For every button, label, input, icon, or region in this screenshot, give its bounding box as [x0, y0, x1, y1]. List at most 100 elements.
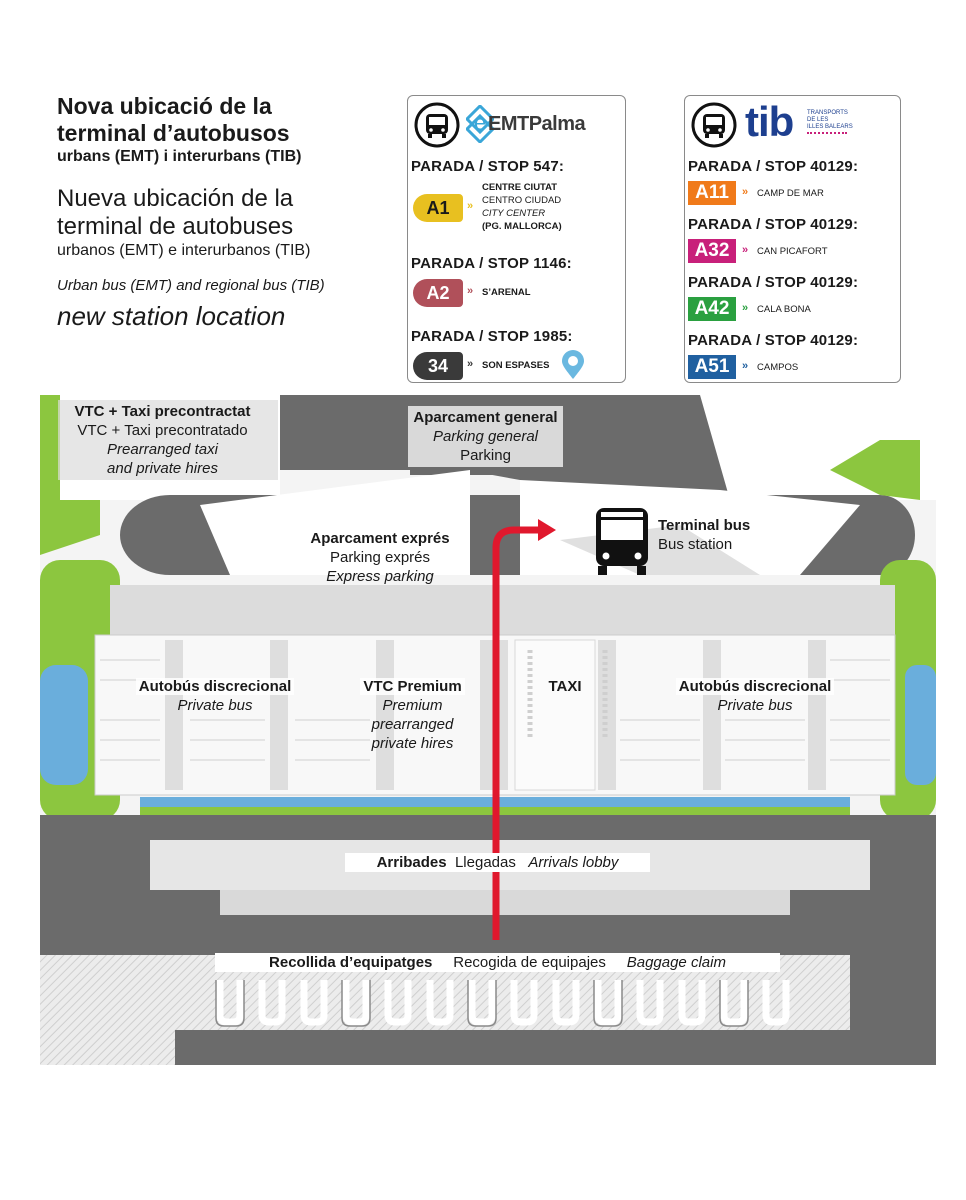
line-badge-a2-text: A2	[426, 282, 450, 303]
hospital-pin-icon	[562, 350, 584, 379]
baggage-carousels	[216, 980, 790, 1026]
arrow-a51: »	[742, 360, 749, 372]
terminal-bus-icon	[596, 508, 648, 575]
line-badge-a11-text: A11	[695, 182, 729, 203]
baggage-wall	[175, 1030, 850, 1065]
baggage-carousels-outline	[215, 980, 749, 1027]
parking-express-en: Express parking	[326, 568, 434, 585]
water-left	[40, 665, 88, 785]
emt-brand: EMTPalma	[488, 113, 586, 135]
water-right	[905, 665, 936, 785]
curb-road	[110, 585, 895, 635]
emt-panel: e EMTPalma PARADA / STOP 547: A1 » CENTR…	[407, 95, 626, 383]
bus-icon	[691, 102, 737, 148]
label-private-bus-right: Autobús discrecional Private bus	[655, 677, 855, 715]
label-arrivals: Arribades Llegadas Arrivals lobby	[345, 853, 650, 872]
emt-a1-dest-2: CENTRO CIUDAD	[482, 195, 562, 206]
bus-icon	[414, 102, 460, 148]
arrow-a2: »	[467, 285, 474, 297]
emt-a1-dest-3: CITY CENTER	[482, 208, 546, 219]
separator	[703, 640, 721, 790]
vtc-premium-ca: VTC Premium	[360, 678, 465, 695]
line-badge-a42-text: A42	[694, 298, 730, 319]
vtc-taxi-es: VTC + Taxi precontratado	[77, 422, 248, 439]
emt-logo-icon	[466, 105, 494, 143]
taxi-text: TAXI	[548, 678, 582, 695]
emt-a2-dest: S’ARENAL	[482, 287, 531, 298]
vtc-taxi-en2: and private hires	[107, 460, 218, 477]
terminal-bus-es: Bus station	[658, 536, 733, 553]
tib-a32-dest: CAN PICAFORT	[757, 246, 828, 257]
title-spanish-line3: urbanos (EMT) e interurbanos (TIB)	[57, 242, 311, 259]
arrivals-es: Llegadas	[454, 854, 516, 871]
route-arrow	[492, 526, 540, 940]
lobby-lower	[220, 890, 790, 915]
terminal-bus-ca: Terminal bus	[658, 517, 751, 534]
separator	[376, 640, 394, 790]
emt-stop-1146-label: PARADA / STOP 1146:	[411, 255, 572, 272]
tib-brand-dots	[807, 132, 847, 137]
title-english-line1: Urban bus (EMT) and regional bus (TIB)	[57, 277, 325, 294]
label-taxi: TAXI	[530, 677, 600, 696]
emt-34-dest: SON ESPASES	[482, 360, 550, 371]
tib-stop-a51-label: PARADA / STOP 40129:	[688, 332, 859, 349]
grass-left-top	[40, 395, 100, 555]
baggage-es: Recogida de equipajes	[453, 954, 606, 971]
separator	[270, 640, 288, 790]
private-bus-left-en: Private bus	[177, 697, 253, 714]
separator	[808, 640, 826, 790]
title-block: Nova ubicació de la terminal d’autobusos…	[57, 93, 402, 331]
emt-stop-1985-label: PARADA / STOP 1985:	[411, 328, 573, 345]
separator	[165, 640, 183, 790]
vtc-premium-en1: Premium	[382, 697, 443, 714]
parking-express-ca: Aparcament exprés	[310, 530, 450, 547]
vtc-taxi-zone	[58, 400, 278, 480]
grass-right-top	[830, 440, 920, 500]
line-badge-a1-text: A1	[426, 197, 450, 218]
label-vtc-taxi: VTC + Taxi precontractat VTC + Taxi prec…	[55, 402, 270, 478]
line-badge-34: 34	[413, 352, 463, 380]
line-badge-a32-text: A32	[694, 240, 730, 261]
emt-a1-dest-4: (PG. MALLORCA)	[482, 221, 562, 232]
line-badge-a2: A2	[413, 279, 463, 307]
emt-stop-547-label: PARADA / STOP 547:	[411, 158, 565, 175]
line-badge-34-text: 34	[427, 355, 449, 376]
taxi-lane	[514, 639, 596, 791]
vtc-premium-en3: private hires	[371, 735, 454, 752]
parking-general-ca: Aparcament general	[413, 409, 558, 426]
tib-stop-a42-label: PARADA / STOP 40129:	[688, 274, 859, 291]
tib-a11-dest: CAMP DE MAR	[757, 188, 824, 199]
separator	[598, 640, 616, 790]
arrow-a32: »	[742, 244, 749, 256]
label-private-bus-left: Autobús discrecional Private bus	[120, 677, 310, 715]
tib-brand-sub3: ILLES BALEARS	[807, 124, 853, 130]
arrivals-ca: Arribades	[376, 854, 447, 871]
label-baggage: Recollida d’equipatges Recogida de equip…	[215, 953, 780, 972]
tib-brand-sub1: TRANSPORTS	[807, 110, 848, 116]
title-catalan-line1: Nova ubicació de la	[57, 93, 272, 119]
vtc-taxi-ca: VTC + Taxi precontractat	[74, 403, 251, 420]
line-badge-a1: A1	[413, 194, 463, 222]
title-spanish-line2: terminal de autobuses	[57, 213, 294, 240]
tib-panel: tib TRANSPORTS DE LES ILLES BALEARS PARA…	[684, 95, 901, 383]
private-bus-right-ca: Autobús discrecional	[675, 678, 835, 695]
arrow-a1: »	[467, 200, 474, 212]
vtc-premium-en2: prearranged	[371, 716, 454, 733]
baggage-wall-right	[850, 955, 936, 1065]
parking-stalls	[100, 659, 890, 761]
label-parking-express: Aparcament exprés Parking exprés Express…	[290, 529, 470, 586]
vtc-taxi-en1: Prearranged taxi	[107, 441, 218, 458]
line-badge-a42: A42	[688, 297, 736, 321]
route-arrowhead	[538, 519, 556, 541]
label-parking-general: Aparcament general Parking general Parki…	[408, 406, 563, 467]
emt-brand-prefix: e	[474, 110, 487, 135]
express-parking-island	[200, 470, 470, 575]
title-spanish-line1: Nueva ubicación de la	[57, 185, 294, 212]
private-bus-right-en: Private bus	[717, 697, 793, 714]
title-catalan-line2: terminal d’autobusos	[57, 120, 290, 146]
line-badge-a51: A51	[688, 355, 736, 379]
title-catalan-line3: urbans (EMT) i interurbans (TIB)	[57, 148, 302, 165]
arrivals-en: Arrivals lobby	[528, 854, 619, 871]
tib-a42-dest: CALA BONA	[757, 304, 811, 315]
